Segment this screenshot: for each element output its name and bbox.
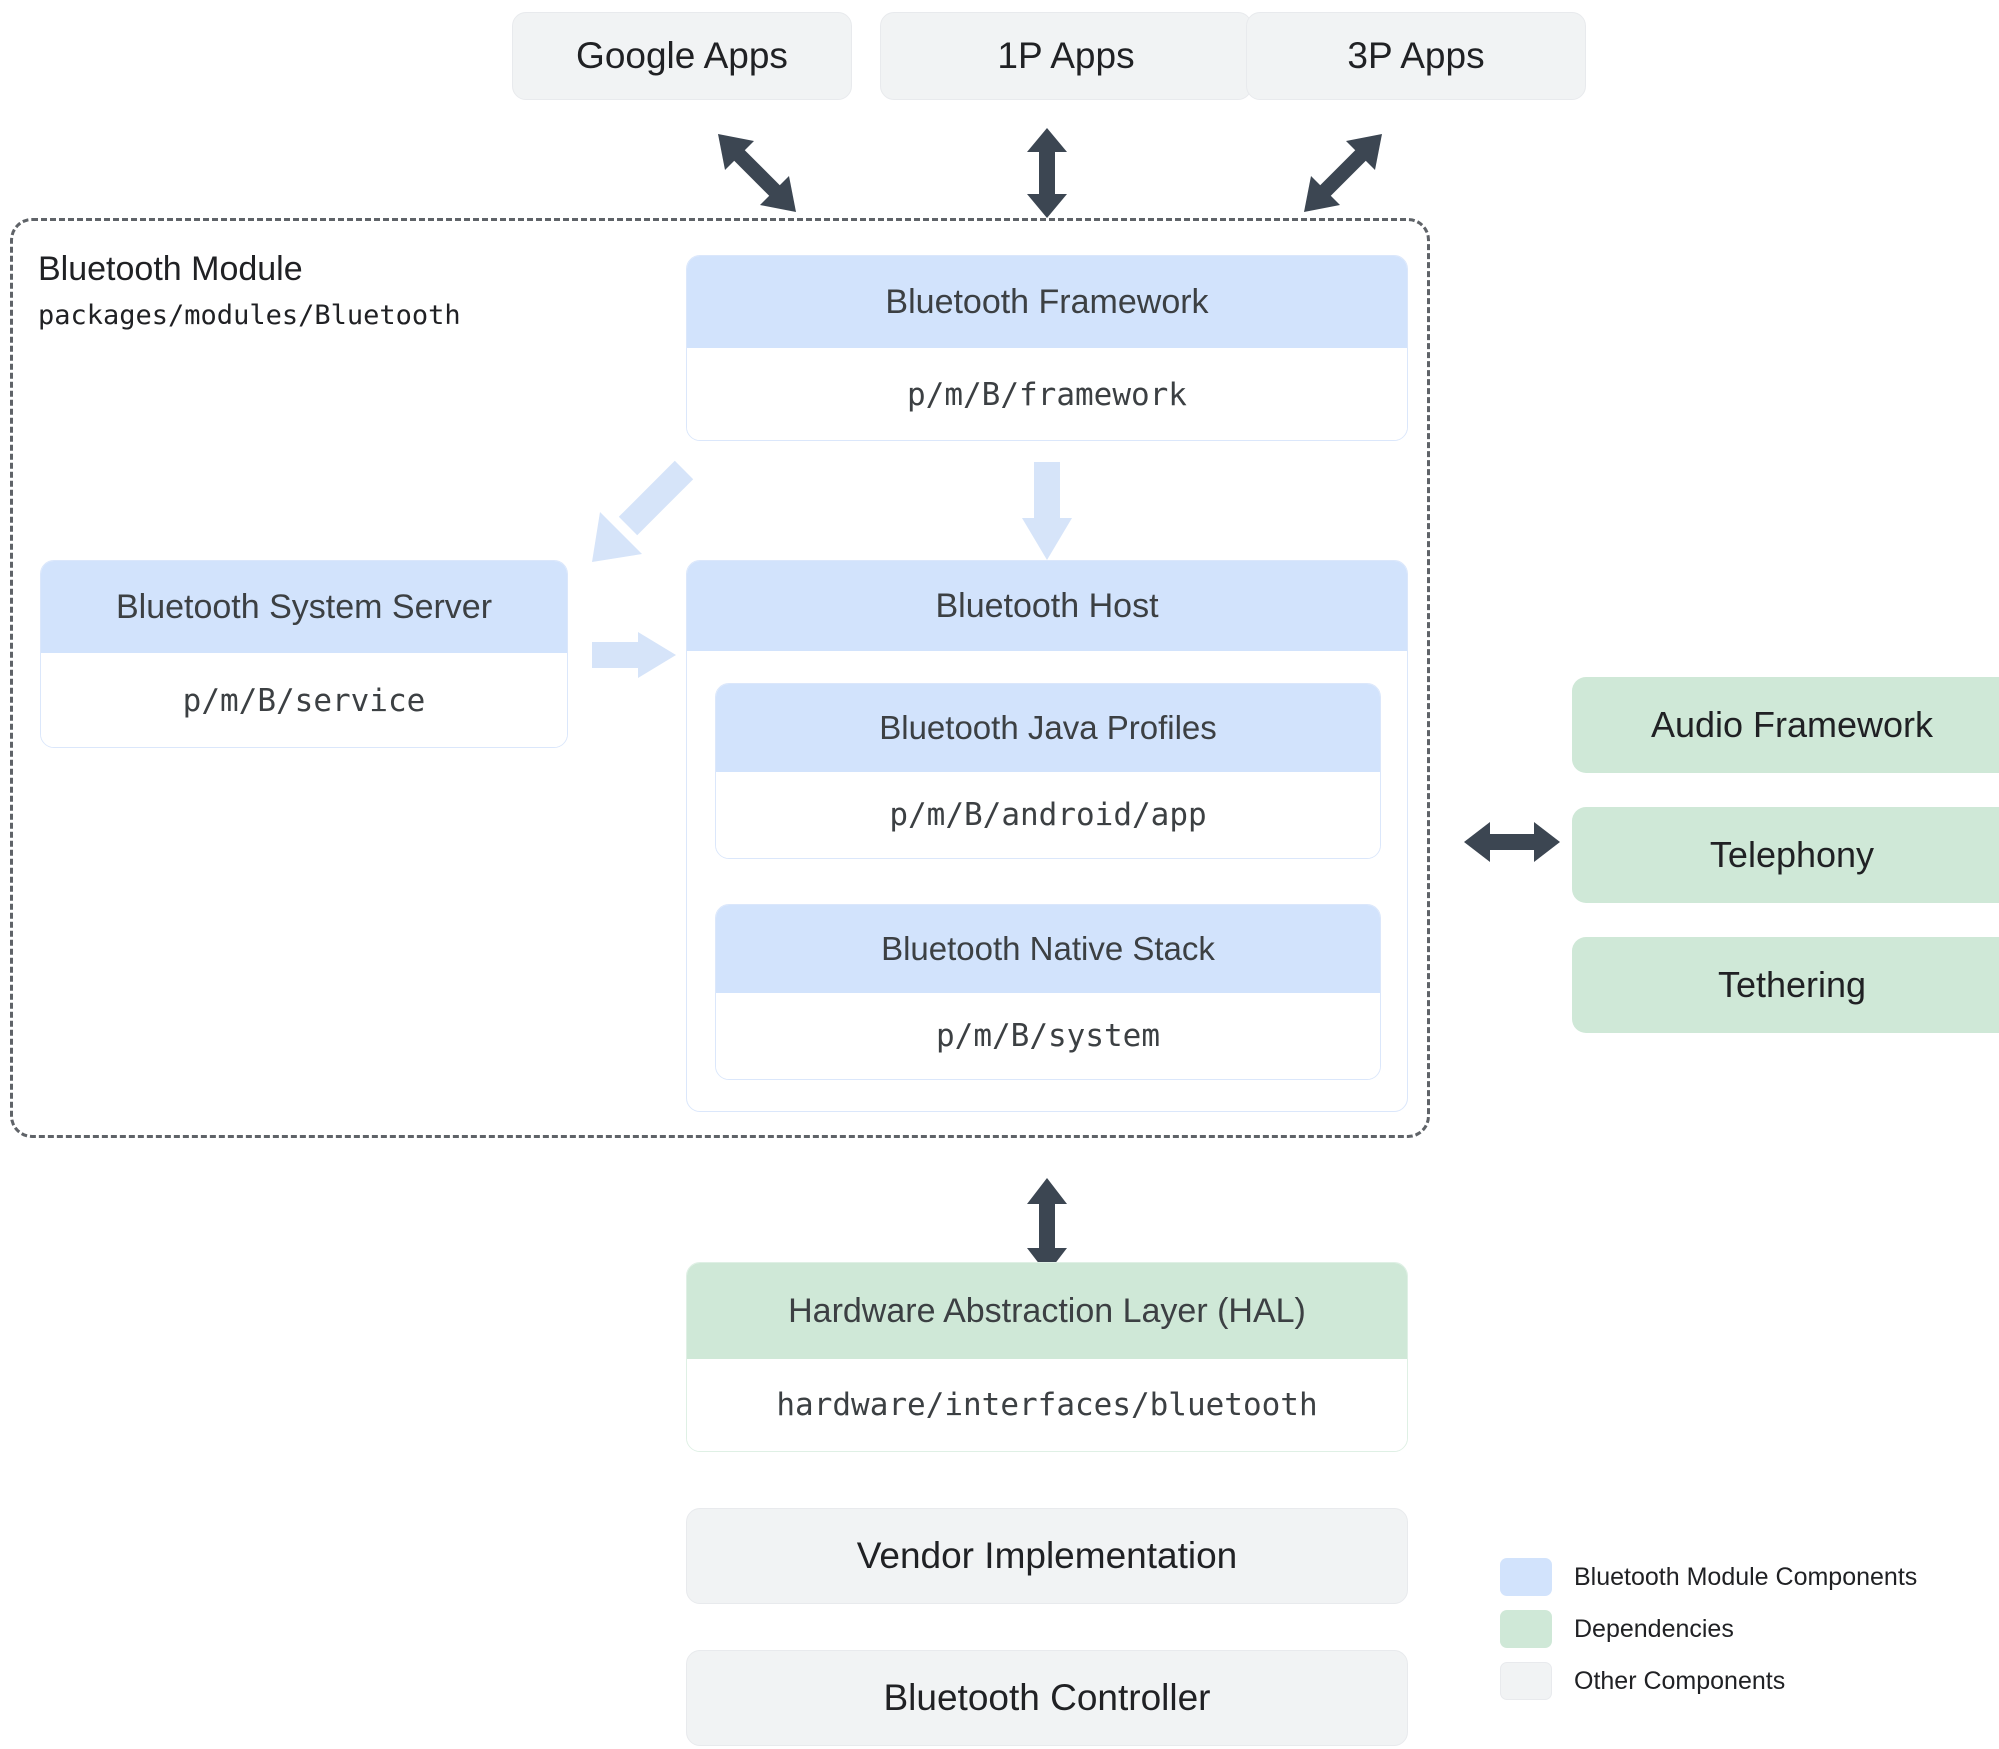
card-header: Bluetooth Native Stack (716, 905, 1380, 993)
arrow-google-apps-to-module (714, 130, 800, 216)
card-path-label: p/m/B/framework (907, 377, 1187, 413)
card-header: Bluetooth Host (687, 561, 1407, 651)
card-header: Bluetooth System Server (41, 561, 567, 653)
dependency-box-audio-framework[interactable]: Audio Framework (1572, 677, 1999, 773)
card-bluetooth-native-stack[interactable]: Bluetooth Native Stack p/m/B/system (715, 904, 1381, 1080)
legend-item-other-components: Other Components (1500, 1662, 1917, 1700)
card-title: Bluetooth Framework (885, 282, 1209, 321)
card-header: Hardware Abstraction Layer (HAL) (687, 1263, 1407, 1359)
card-path-label: p/m/B/system (936, 1018, 1160, 1054)
arrow-framework-to-host (1020, 462, 1074, 560)
card-path-label: p/m/B/service (182, 683, 426, 719)
legend: Bluetooth Module Components Dependencies… (1500, 1558, 1917, 1700)
card-path: p/m/B/android/app (716, 772, 1380, 858)
app-box-label: 1P Apps (997, 35, 1135, 76)
card-bluetooth-framework[interactable]: Bluetooth Framework p/m/B/framework (686, 255, 1408, 441)
card-title: Bluetooth Native Stack (881, 930, 1215, 967)
box-vendor-implementation[interactable]: Vendor Implementation (686, 1508, 1408, 1604)
card-title: Bluetooth System Server (115, 587, 493, 626)
card-header: Bluetooth Framework (687, 256, 1407, 348)
card-title: Hardware Abstraction Layer (HAL) (788, 1291, 1306, 1330)
arrow-host-to-dependencies (1464, 820, 1560, 864)
legend-label: Bluetooth Module Components (1574, 1562, 1918, 1591)
bluetooth-module-container (10, 218, 1430, 1138)
card-header: Bluetooth Java Profiles (716, 684, 1380, 772)
dependency-label: Audio Framework (1650, 704, 1934, 745)
arrow-1p-apps-to-module (1025, 128, 1069, 218)
card-path-label: p/m/B/android/app (889, 797, 1207, 833)
app-box-label: Google Apps (576, 35, 788, 76)
card-title: Bluetooth Host (935, 586, 1159, 625)
card-hardware-abstraction-layer[interactable]: Hardware Abstraction Layer (HAL) hardwar… (686, 1262, 1408, 1452)
dependency-label: Tethering (1717, 964, 1867, 1005)
arrow-3p-apps-to-module (1300, 130, 1386, 216)
app-box-google-apps[interactable]: Google Apps (512, 12, 852, 100)
legend-swatch-grey (1500, 1662, 1552, 1700)
dependency-box-tethering[interactable]: Tethering (1572, 937, 1999, 1033)
legend-swatch-blue (1500, 1558, 1552, 1596)
card-path: p/m/B/framework (687, 348, 1407, 440)
module-title: Bluetooth Module (38, 250, 303, 288)
arrow-module-to-hal (1025, 1178, 1069, 1274)
app-box-label: 3P Apps (1347, 35, 1485, 76)
arrow-system-server-to-host (592, 630, 676, 680)
app-box-3p-apps[interactable]: 3P Apps (1246, 12, 1586, 100)
card-path: p/m/B/service (41, 653, 567, 747)
box-label: Bluetooth Controller (883, 1677, 1211, 1718)
legend-label: Dependencies (1574, 1614, 1734, 1643)
card-bluetooth-host[interactable]: Bluetooth Host Bluetooth Java Profiles p… (686, 560, 1408, 1112)
arrow-framework-to-system-server (588, 460, 694, 566)
app-box-1p-apps[interactable]: 1P Apps (880, 12, 1252, 100)
legend-swatch-green (1500, 1610, 1552, 1648)
dependency-box-telephony[interactable]: Telephony (1572, 807, 1999, 903)
box-label: Vendor Implementation (856, 1535, 1238, 1576)
card-path: p/m/B/system (716, 993, 1380, 1079)
legend-item-dependencies: Dependencies (1500, 1610, 1917, 1648)
card-title: Bluetooth Java Profiles (879, 709, 1217, 746)
module-path: packages/modules/Bluetooth (38, 300, 461, 331)
card-path-label: hardware/interfaces/bluetooth (776, 1387, 1318, 1423)
dependency-label: Telephony (1709, 834, 1875, 875)
legend-item-module-components: Bluetooth Module Components (1500, 1558, 1917, 1596)
card-bluetooth-java-profiles[interactable]: Bluetooth Java Profiles p/m/B/android/ap… (715, 683, 1381, 859)
card-bluetooth-system-server[interactable]: Bluetooth System Server p/m/B/service (40, 560, 568, 748)
box-bluetooth-controller[interactable]: Bluetooth Controller (686, 1650, 1408, 1746)
card-path: hardware/interfaces/bluetooth (687, 1359, 1407, 1451)
legend-label: Other Components (1574, 1666, 1786, 1695)
